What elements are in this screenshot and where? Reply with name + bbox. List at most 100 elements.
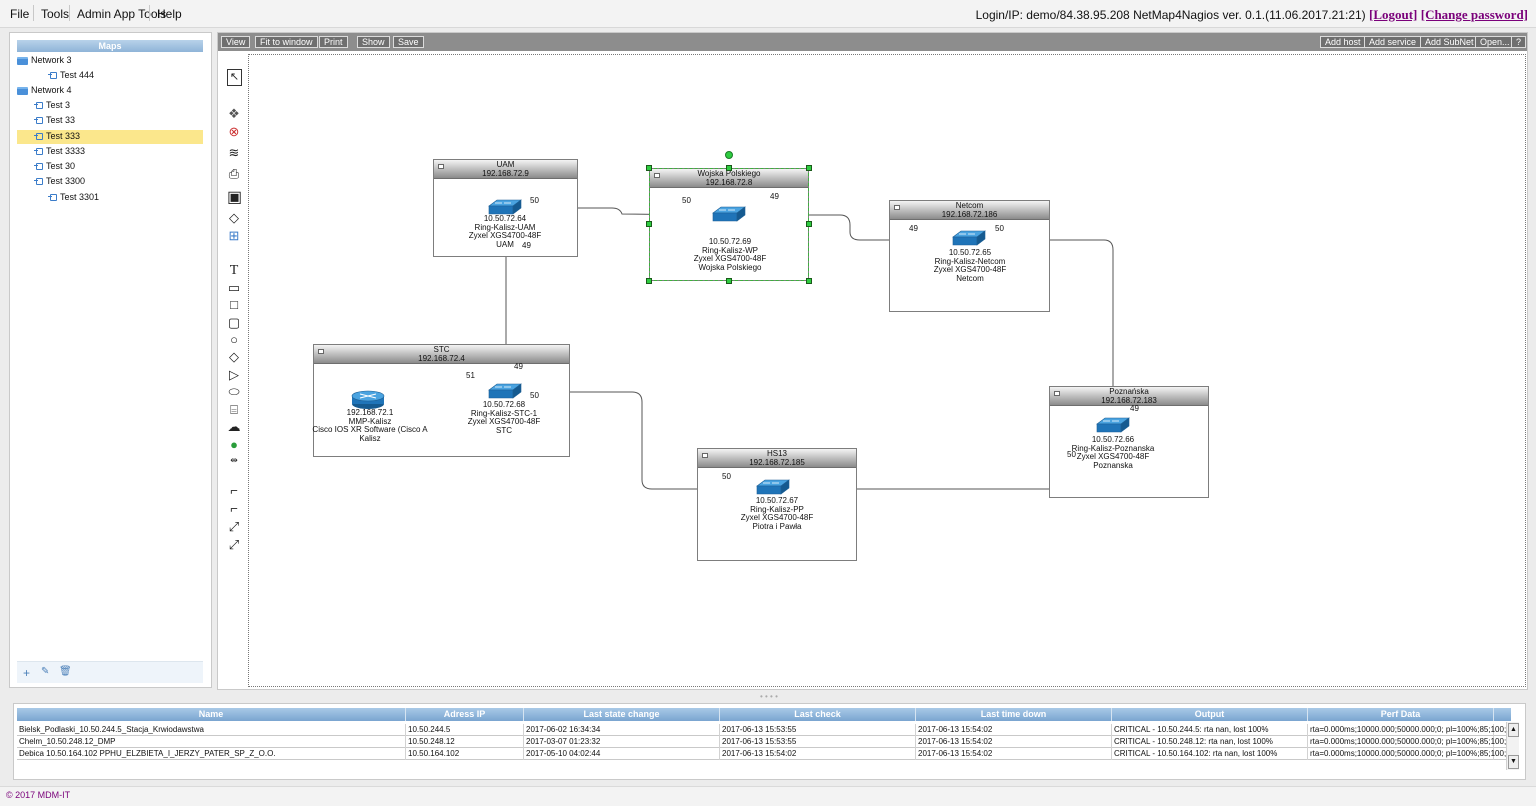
- menu-admin-app-tools[interactable]: Admin App Tools: [77, 7, 167, 21]
- tree-item-test-444[interactable]: Test 444: [48, 68, 94, 82]
- connector-elbow-icon[interactable]: ⌐: [230, 483, 238, 498]
- tree-item-test-3300[interactable]: Test 3300: [34, 174, 85, 188]
- help-button[interactable]: ?: [1511, 36, 1527, 48]
- resize-handle[interactable]: [646, 165, 652, 171]
- copyright-link[interactable]: © 2017 MDM-IT: [6, 790, 71, 800]
- menu-file[interactable]: File: [10, 7, 30, 21]
- tree-item-test-333[interactable]: Test 333: [34, 129, 80, 143]
- services-grid: Name Adress IP Last state change Last ch…: [13, 703, 1526, 780]
- printer-icon[interactable]: ⎙: [228, 166, 240, 181]
- table-row[interactable]: Debica 10.50.164.102 PPHU_ELZBIETA_I_JER…: [17, 748, 1511, 760]
- cylinder-icon[interactable]: ⌸: [230, 402, 238, 417]
- tree-item-test-3301[interactable]: Test 3301: [48, 190, 99, 204]
- add-host-button[interactable]: Add host: [1320, 36, 1366, 48]
- connector-step-icon[interactable]: ⌐: [230, 501, 238, 516]
- resize-handle[interactable]: [726, 165, 732, 171]
- tree-item-test-30[interactable]: Test 30: [34, 159, 75, 173]
- menu-separator: [69, 5, 70, 21]
- scroll-up-icon[interactable]: ▲: [1508, 723, 1519, 737]
- tree-item-test-3333[interactable]: Test 3333: [34, 144, 85, 158]
- menu-tools[interactable]: Tools: [41, 7, 70, 21]
- cylinder-h-icon[interactable]: ⬭: [228, 384, 240, 399]
- collapse-icon[interactable]: [318, 349, 324, 354]
- folder-icon: [17, 86, 28, 95]
- router-icon[interactable]: ⊗: [228, 124, 240, 139]
- tree-item-network-3[interactable]: Network 3: [17, 53, 72, 67]
- plus-icon[interactable]: +: [23, 666, 31, 680]
- map-icon: [48, 72, 57, 80]
- line-icon[interactable]: ⤢: [228, 537, 240, 552]
- port-label: 50: [682, 196, 691, 205]
- column-last-state-change[interactable]: Last state change: [524, 708, 720, 721]
- column-last-check[interactable]: Last check: [720, 708, 916, 721]
- pointer-icon[interactable]: ↖: [227, 69, 242, 86]
- save-button[interactable]: Save: [393, 36, 424, 48]
- add-service-button[interactable]: Add service: [1364, 36, 1422, 48]
- tree-item-test-3[interactable]: Test 3: [34, 98, 70, 112]
- resize-handle[interactable]: [646, 221, 652, 227]
- map-icon: [34, 102, 43, 110]
- rotate-handle[interactable]: [725, 151, 733, 159]
- pencil-icon[interactable]: ✎: [41, 666, 50, 677]
- cloud-icon[interactable]: ☁: [227, 419, 241, 434]
- link-icon[interactable]: ⇹: [230, 455, 238, 465]
- tree-item-test-33[interactable]: Test 33: [34, 113, 75, 127]
- switch-icon[interactable]: ❖: [228, 106, 240, 121]
- collapse-icon[interactable]: [702, 453, 708, 458]
- port-label: 49: [514, 362, 523, 371]
- diamond-icon[interactable]: ◇: [229, 210, 239, 225]
- column-perf-data[interactable]: Perf Data: [1308, 708, 1494, 721]
- column-address-ip[interactable]: Adress IP: [406, 708, 524, 721]
- rectangle-icon[interactable]: □: [230, 297, 238, 312]
- column-output[interactable]: Output: [1112, 708, 1308, 721]
- connector-line-icon[interactable]: ⤢: [228, 519, 240, 534]
- resize-handle[interactable]: [806, 221, 812, 227]
- change-password-link[interactable]: [Change password]: [1420, 7, 1528, 22]
- open-button[interactable]: Open...: [1475, 36, 1515, 48]
- print-button[interactable]: Print: [319, 36, 348, 48]
- resize-handle[interactable]: • • • •: [760, 692, 778, 701]
- view-button[interactable]: View: [221, 36, 251, 48]
- rhombus-icon[interactable]: ◇: [229, 349, 239, 364]
- ellipse-icon[interactable]: ○: [230, 332, 238, 347]
- resize-handle[interactable]: [806, 165, 812, 171]
- grid-scrollbar[interactable]: ▲ ▼: [1506, 722, 1519, 770]
- note-icon[interactable]: ▭: [227, 280, 241, 295]
- fit-to-window-button[interactable]: Fit to window: [255, 36, 318, 48]
- network-icon[interactable]: ⊞: [228, 228, 240, 243]
- resize-handle[interactable]: [646, 278, 652, 284]
- collapse-icon[interactable]: [654, 173, 660, 178]
- scroll-down-icon[interactable]: ▼: [1508, 755, 1519, 769]
- resize-handle[interactable]: [726, 278, 732, 284]
- show-button[interactable]: Show: [357, 36, 390, 48]
- rounded-rect-icon[interactable]: ▢: [227, 315, 241, 330]
- column-last-time-down[interactable]: Last time down: [916, 708, 1112, 721]
- menu-help[interactable]: Help: [157, 7, 182, 21]
- table-row[interactable]: Chelm_10.50.248.12_DMP 10.50.248.12 2017…: [17, 736, 1511, 748]
- collapse-icon[interactable]: [438, 164, 444, 169]
- column-name[interactable]: Name: [17, 708, 406, 721]
- collapse-icon[interactable]: [1054, 391, 1060, 396]
- tree-item-network-4[interactable]: Network 4: [17, 83, 72, 97]
- map-canvas[interactable]: [248, 54, 1526, 687]
- globe-icon[interactable]: ●: [230, 437, 238, 452]
- server-icon[interactable]: ▣: [227, 189, 243, 206]
- menu-separator: [33, 5, 34, 21]
- collapse-icon[interactable]: [894, 205, 900, 210]
- wifi-icon[interactable]: ≋: [228, 145, 240, 160]
- text-icon[interactable]: T: [229, 263, 239, 278]
- triangle-icon[interactable]: ▷: [229, 367, 239, 382]
- table-row[interactable]: Bielsk_Podlaski_10.50.244.5_Stacja_Krwio…: [17, 724, 1511, 736]
- logout-link[interactable]: [Logout]: [1369, 7, 1418, 22]
- add-subnet-button[interactable]: Add SubNet: [1420, 36, 1479, 48]
- resize-handle[interactable]: [806, 278, 812, 284]
- trash-icon[interactable]: 🗑: [59, 666, 72, 677]
